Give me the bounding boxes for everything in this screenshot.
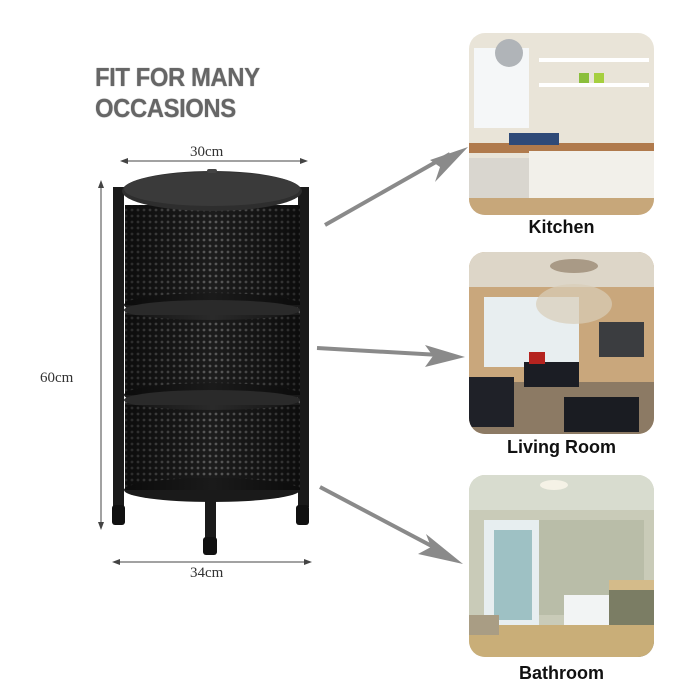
dimension-height-line — [98, 180, 104, 530]
basket-tier-1 — [124, 205, 300, 317]
caster-icon — [203, 537, 217, 555]
basket-tier-3 — [124, 390, 300, 502]
kitchen-label: Kitchen — [528, 217, 595, 237]
living-room-photo — [469, 252, 654, 434]
arrow-to-bathroom — [319, 485, 463, 564]
living-room-label: Living Room — [507, 437, 616, 457]
page-heading: FIT FOR MANY OCCASIONS — [95, 62, 260, 123]
caster-icon — [296, 505, 309, 525]
storage-rack-illustration — [112, 169, 309, 555]
left-leg — [113, 187, 124, 507]
center-leg — [205, 495, 216, 540]
dimension-top-width-line — [120, 158, 308, 164]
bathroom-label: Bathroom — [519, 663, 604, 683]
arrow-to-living-room — [316, 345, 465, 367]
dimension-base-width-line — [112, 559, 312, 565]
arrow-to-kitchen — [324, 147, 468, 227]
basket-tier-2 — [124, 300, 300, 407]
kitchen-photo — [469, 33, 654, 215]
dimension-base-width-label: 34cm — [190, 565, 224, 581]
bathroom-photo — [469, 475, 654, 657]
dimension-height-label: 60cm — [40, 370, 74, 386]
right-leg — [298, 187, 309, 507]
dimension-top-width-label: 30cm — [190, 144, 224, 160]
caster-icon — [112, 505, 125, 525]
